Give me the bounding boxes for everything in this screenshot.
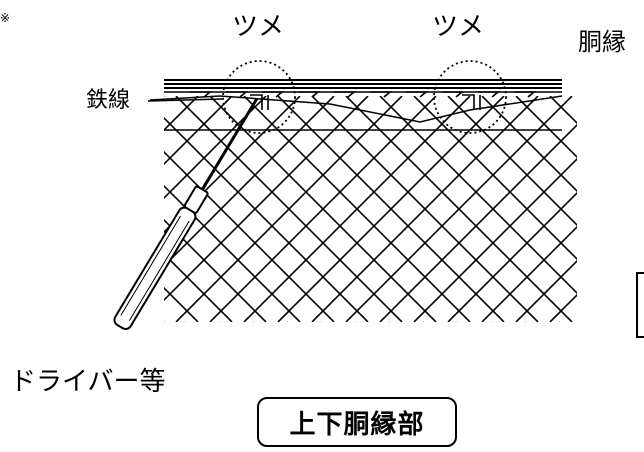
mesh-twist (380, 321, 390, 322)
claw-mark (370, 91, 393, 98)
mesh-wire (243, 96, 471, 322)
mesh-wire (164, 96, 267, 200)
claw-mark (442, 91, 465, 98)
right-edge-frame (636, 272, 644, 338)
mesh-wire (379, 123, 577, 322)
mesh-twist (448, 321, 458, 322)
mesh-twist (414, 321, 424, 322)
claw-mark (406, 91, 429, 98)
label-driver: ドライバー等 (10, 367, 166, 397)
mesh-wire (584, 96, 644, 322)
chain-link-mesh (164, 96, 644, 322)
mesh-wire (164, 96, 369, 302)
claw-row (190, 91, 537, 98)
claw-detail-2 (462, 94, 481, 110)
label-tsume-left: ツメ (232, 12, 285, 42)
mesh-twist (346, 321, 356, 322)
mesh-wire (481, 96, 577, 193)
label-tessen: 鉄線 (86, 88, 131, 113)
claw-mark (478, 91, 501, 98)
claw-mark (262, 91, 285, 98)
left-edge-fragment: ※ (0, 11, 11, 25)
mesh-wire (447, 191, 577, 322)
claw-mark (226, 91, 249, 98)
claw-detail-1 (250, 94, 269, 110)
mesh-twist (244, 321, 254, 322)
section-title: 上下胴縁部 (289, 409, 425, 440)
mesh-twist (312, 321, 322, 322)
mesh-wire (549, 96, 577, 125)
mesh-wire (164, 96, 233, 166)
mesh-wire (481, 225, 577, 322)
mesh-wire (515, 259, 577, 322)
mesh-twist (210, 321, 220, 322)
label-tsume-right: ツメ (432, 12, 485, 42)
mesh-wire (311, 96, 539, 322)
mesh-wire (175, 96, 403, 322)
mesh-wire (209, 96, 437, 322)
mesh-wire (164, 96, 335, 268)
mesh-twist (176, 321, 186, 322)
screwdriver-icon (113, 97, 259, 330)
mesh-wire (345, 96, 573, 322)
mesh-twist (482, 321, 492, 322)
tension-wire (149, 95, 563, 123)
mesh-twist (278, 321, 288, 322)
mesh-wire (413, 157, 577, 322)
claw-mark (190, 91, 213, 98)
label-doubuchi: 胴縁 (578, 28, 626, 56)
section-title-box: 上下胴縁部 (257, 397, 457, 447)
mesh-wire (164, 252, 233, 322)
tessen-pointer (147, 98, 223, 102)
claw-mark (334, 91, 357, 98)
mesh-wire (515, 96, 577, 159)
claw-highlight-circle-1 (222, 60, 296, 134)
mesh-twist (516, 321, 526, 322)
mesh-wire (584, 96, 644, 322)
mesh-wire (164, 218, 267, 322)
mesh-twist (550, 321, 560, 322)
claw-highlight-circle-2 (433, 60, 507, 134)
claw-mark (298, 91, 321, 98)
claw-mark (514, 91, 537, 98)
mesh-wire (549, 293, 577, 322)
